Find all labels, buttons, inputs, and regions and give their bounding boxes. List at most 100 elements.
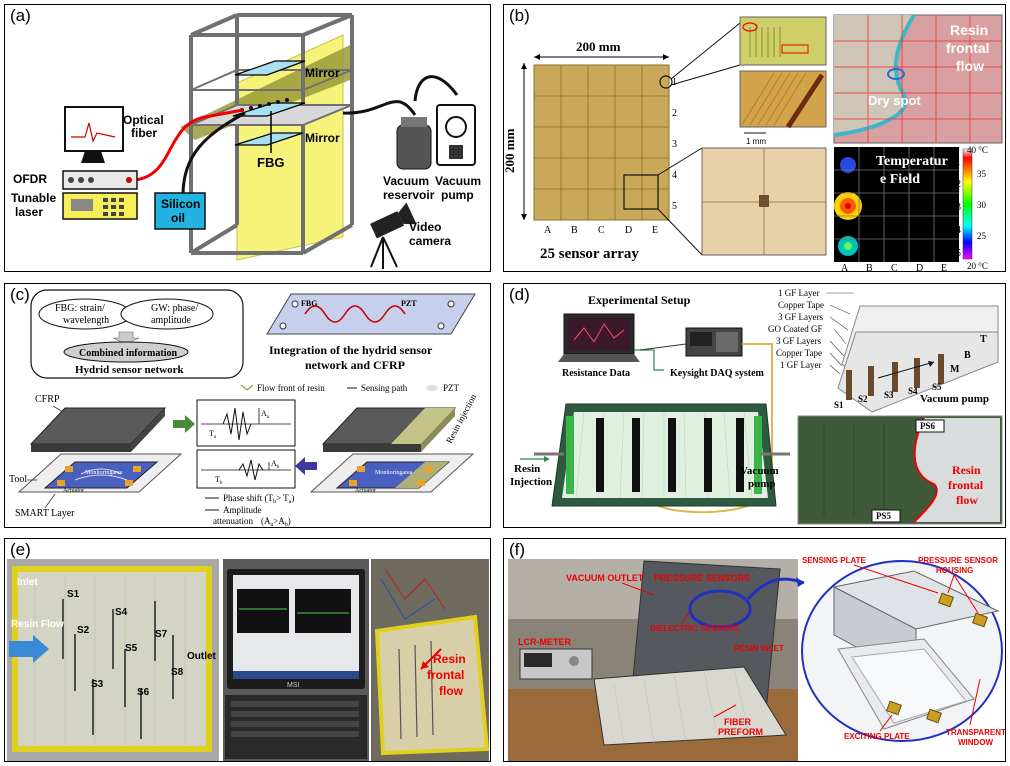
temp-row-4: 4 xyxy=(956,225,961,236)
temperature-label-1: Temperatur xyxy=(876,154,948,169)
layer-label-6: Copper Tape xyxy=(776,348,822,358)
layer-label-2: Copper Tape xyxy=(778,300,824,310)
resin-flow-label: Resin Flow xyxy=(11,619,64,630)
monitoring-label-right: Monitoringarea xyxy=(375,470,413,476)
colorbar-min: 20 °C xyxy=(967,261,988,271)
fbg-box-label-2: wavelength xyxy=(63,315,109,326)
colorbar-tick-25: 25 xyxy=(977,231,987,241)
resistance-label: Resistance Data xyxy=(562,368,630,379)
pressure-sensors-label: PRESSURE SENSORS xyxy=(654,573,750,583)
amplitude-relation: (Aa>Ab) xyxy=(261,516,291,528)
temp-row-5: 5 xyxy=(956,248,961,259)
sensor-s5: S5 xyxy=(125,643,138,654)
col-label-a: A xyxy=(544,225,552,236)
fbg-label: FBG xyxy=(257,155,284,170)
resin-inlet-label: RESIN INLET xyxy=(734,644,784,653)
panel-b-diagram: 200 mm 200 mm 1 2 3 4 5 A B C D E 25 sen… xyxy=(504,13,1003,272)
outlet-label: Outlet xyxy=(187,651,217,662)
ps6-label: PS6 xyxy=(920,421,936,431)
resin-frontal-label-3-e: flow xyxy=(439,684,464,698)
fiber-label-1: FIBER xyxy=(724,717,752,727)
temp-col-c: C xyxy=(891,263,898,272)
pzt-small-label: PZT xyxy=(401,299,417,308)
resin-injection-label-1: Resin xyxy=(514,463,540,475)
sensor-s3: S3 xyxy=(91,679,104,690)
panel-e-diagram: Inlet Resin Flow Outlet S1 S2 S3 S4 S5 S… xyxy=(7,559,490,761)
smart-layer-label: SMART Layer xyxy=(15,508,75,519)
legend-flow-label: Flow front of resin xyxy=(257,383,325,393)
s1-label: S1 xyxy=(834,400,844,410)
temp-row-3: 3 xyxy=(956,202,961,213)
tool-label: Tool xyxy=(9,474,27,485)
panel-a: (a) FBG xyxy=(4,4,491,272)
temp-col-e: E xyxy=(941,263,947,272)
integration-label-2: network and CFRP xyxy=(305,358,405,372)
panel-d-diagram: Experimental Setup Resistance Data Keysi… xyxy=(510,288,1003,525)
gw-box-label-2: amplitude xyxy=(151,315,192,326)
laptop-brand: MSI xyxy=(287,682,300,689)
row-label-2: 2 xyxy=(672,108,677,119)
phase-shift-label: Phase shift (Tb> Ta) xyxy=(223,493,294,505)
actuator-label-left: Actuator xyxy=(63,488,84,494)
layer-label-5: 3 GF Layers xyxy=(776,336,821,346)
integration-label-1: Integration of the hydrid sensor xyxy=(269,343,433,357)
exciting-plate-label: EXCITING PLATE xyxy=(844,732,910,741)
vacuum-reservoir-label-2: reservoir xyxy=(383,188,435,202)
setup-title: Experimental Setup xyxy=(588,293,691,307)
vacuum-outlet-label: VACUUM OUTLET xyxy=(566,573,644,583)
tunable-label-2: laser xyxy=(15,205,43,219)
video-label-1: Video xyxy=(409,220,441,234)
scale-label: 1 mm xyxy=(746,137,766,146)
legend-path-label: Sensing path xyxy=(361,383,408,393)
s3-label: S3 xyxy=(884,390,894,400)
legend-pzt-label: PZT xyxy=(443,383,460,393)
lcr-label: LCR-METER xyxy=(518,637,571,647)
row-label-1: 1 xyxy=(672,77,677,88)
panel-f-diagram: LCR-METER VACUUM OUTLET PRESSURE SENSORS… xyxy=(508,556,1005,761)
silicon-label-2: oil xyxy=(171,211,185,225)
panel-e-label: (e) xyxy=(10,540,31,559)
fbg-box-label-1: FBG: strain/ xyxy=(55,303,105,314)
layer-label-4: GO Coated GF xyxy=(768,324,823,334)
fbg-small-label: FBG xyxy=(301,299,317,308)
resin-label-2: frontal xyxy=(946,40,990,56)
vacuum-pump-arrow-label: Vacuum pump xyxy=(920,393,989,405)
resin-frontal-label-1: Resin xyxy=(952,463,981,477)
array-label: 25 sensor array xyxy=(540,246,639,262)
panel-f: (f) LCR-METER VACUUM OUTLET PRESSURE SEN… xyxy=(503,538,1006,762)
vacuum-pump-label-2: pump xyxy=(441,188,474,202)
layer-label-7: 1 GF Layer xyxy=(780,360,822,370)
panel-b-label: (b) xyxy=(509,6,530,25)
resin-label-3: flow xyxy=(956,58,984,74)
row-label-5: 5 xyxy=(672,201,677,212)
s5-label: S5 xyxy=(932,382,942,392)
row-label-4: 4 xyxy=(672,170,677,181)
s4-label: S4 xyxy=(908,386,918,396)
panel-f-label: (f) xyxy=(509,540,526,559)
layer-t-label: T xyxy=(980,334,987,345)
vacuum-reservoir-label-1: Vacuum xyxy=(383,174,429,188)
sensing-plate-label: SENSING PLATE xyxy=(802,556,867,565)
col-label-b: B xyxy=(571,225,578,236)
panel-a-label: (a) xyxy=(10,6,31,25)
colorbar-tick-30: 30 xyxy=(977,200,987,210)
col-label-e: E xyxy=(652,225,658,236)
vacuum-pump-label-2-d: pump xyxy=(748,478,776,490)
pressure-housing-label-1: PRESSURE SENSOR xyxy=(918,556,998,565)
panel-c-label: (c) xyxy=(10,285,30,304)
combined-label: Combined information xyxy=(79,348,178,359)
optical-fiber-label-2: fiber xyxy=(131,126,157,140)
amplitude-label-1: Amplitude xyxy=(223,505,262,515)
ab-label: Ab xyxy=(271,459,280,470)
optical-fiber-label-1: Optical xyxy=(123,113,164,127)
panel-e: (e) Inlet Resin Flow Outlet S1 S2 S3 S4 … xyxy=(4,538,491,762)
ps5-label: PS5 xyxy=(876,511,892,521)
height-dimension-label: 200 mm xyxy=(504,128,517,173)
layer-label-1: 1 GF Layer xyxy=(778,288,820,298)
resin-frontal-label-2-e: frontal xyxy=(427,668,464,682)
panel-b: (b) 200 mm 200 mm 1 2 3 4 5 A B C D E 25… xyxy=(503,4,1006,272)
transparent-label-2: WINDOW xyxy=(958,738,994,747)
vacuum-pump-label-1: Vacuum xyxy=(435,174,481,188)
panel-c: (c) FBG: strain/ wavelength GW: phase/ a… xyxy=(4,283,491,528)
video-label-2: camera xyxy=(409,234,451,248)
